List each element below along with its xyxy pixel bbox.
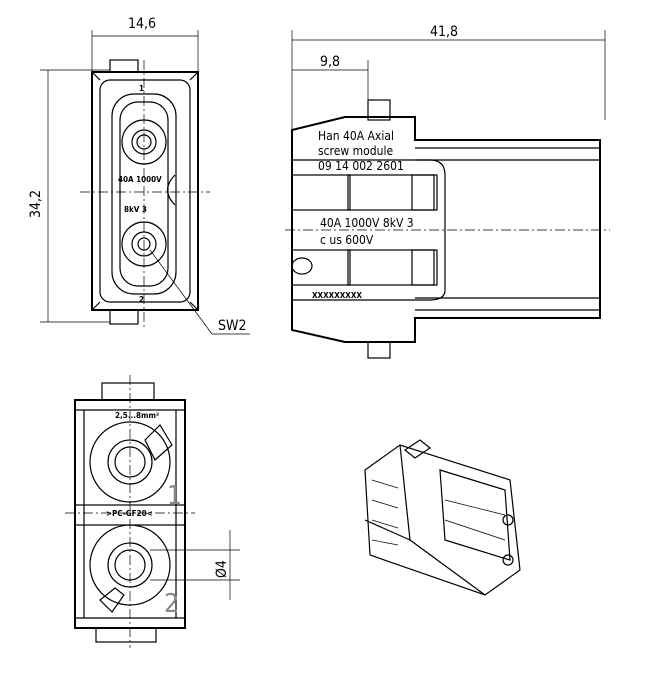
bottom-contact-1: 1 [167, 481, 182, 511]
brand-logo [291, 257, 313, 275]
front-contact-2: 2 [139, 295, 144, 304]
wrench-size-label: SW2 [218, 318, 246, 334]
module-label-line-2: screw module [318, 144, 393, 158]
serial-label: XXXXXXXXX [312, 291, 362, 300]
side-rating: 40A 1000V 8kV 3 [320, 216, 414, 230]
front-view: 14,6 34,2 1 2 40A 1000V 8kV 3 SW2 [28, 16, 250, 335]
isometric-view [364, 439, 521, 596]
front-width-dim: 14,6 [128, 16, 156, 32]
side-offset-dim: 9,8 [320, 54, 340, 70]
side-view: 41,8 9,8 Han 40A Axial screw module 09 1… [285, 24, 610, 359]
front-rating-1: 40A 1000V [118, 175, 162, 184]
material-label: >PC-GF20< [106, 509, 153, 518]
side-length-dim: 41,8 [430, 24, 458, 40]
cert-label: c us 600V [320, 233, 374, 247]
module-label-line-3: 09 14 002 2601 [318, 159, 404, 173]
diameter-dim: Ø4 [214, 560, 230, 578]
front-rating-2: 8kV 3 [124, 205, 147, 214]
bottom-contact-2: 2 [164, 589, 179, 619]
front-height-dim: 34,2 [28, 190, 44, 218]
wire-range-label: 2,5...8mm² [115, 411, 159, 420]
bottom-view: 2,5...8mm² >PC-GF20< 1 2 Ø4 [65, 375, 240, 648]
front-contact-1: 1 [139, 84, 144, 93]
module-label-line-1: Han 40A Axial [318, 129, 394, 143]
